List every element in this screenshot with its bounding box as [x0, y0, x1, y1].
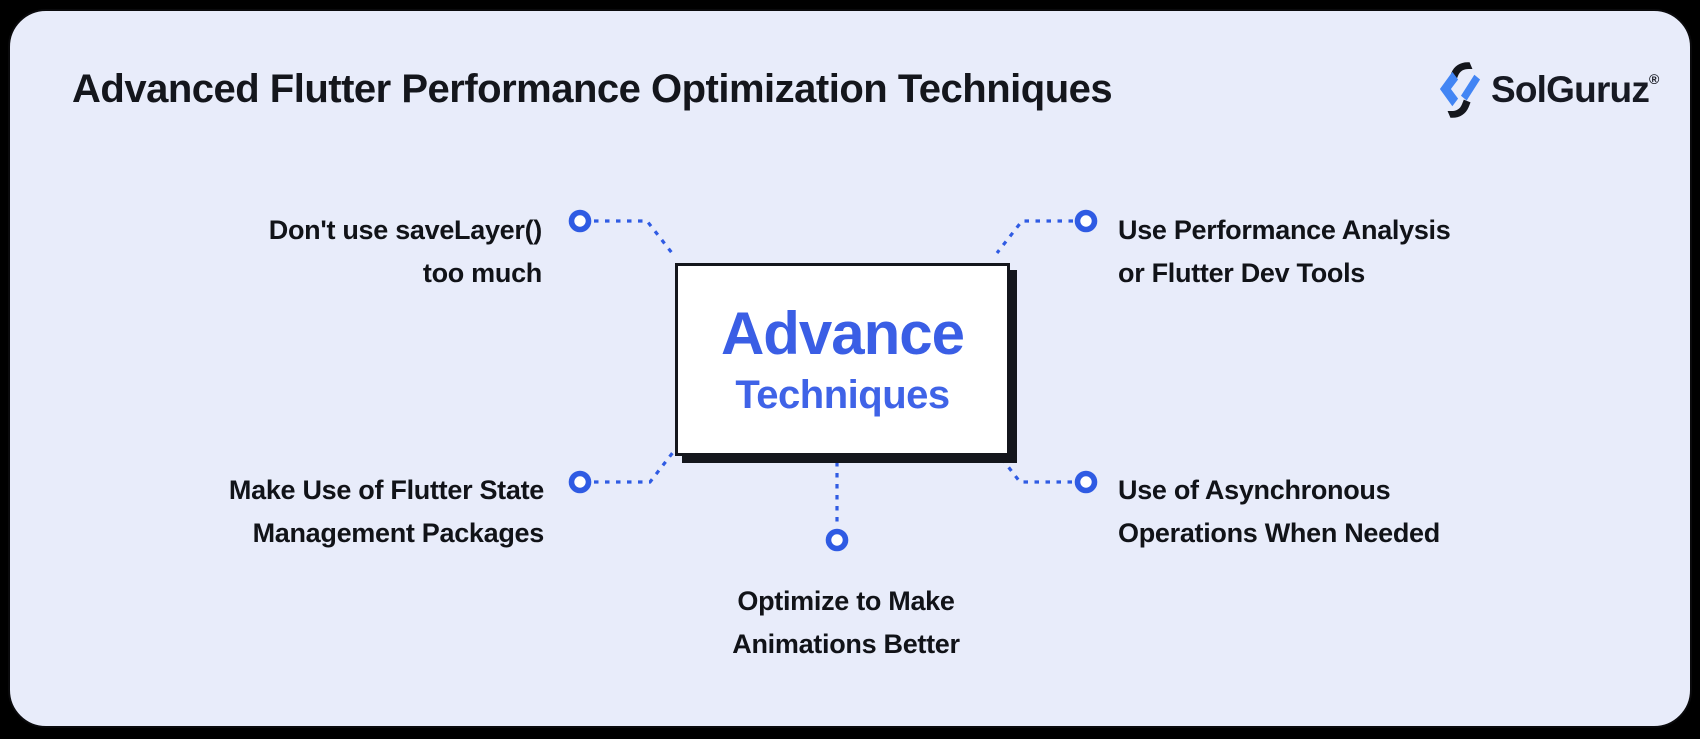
connector-line-bottom-left: [594, 450, 676, 484]
branch-label-line: or Flutter Dev Tools: [1118, 258, 1366, 288]
branch-label-line: Management Packages: [252, 518, 545, 548]
page-title: Advanced Flutter Performance Optimizatio…: [72, 67, 1113, 111]
branch-label-line: Use Performance Analysis: [1118, 215, 1451, 245]
solguruz-logo: SolGuruz®: [1438, 61, 1659, 119]
branch-label-dont-use-savelayer: Don't use saveLayer() too much: [268, 209, 543, 295]
branch-label-line: Make Use of Flutter State: [228, 475, 544, 505]
branch-label-async-operations: Use of Asynchronous Operations When Need…: [1118, 469, 1440, 555]
branch-label-performance-analysis: Use Performance Analysis or Flutter Dev …: [1118, 209, 1451, 295]
branch-label-line: Use of Asynchronous: [1118, 475, 1391, 505]
branch-label-line: Optimize to Make: [737, 586, 955, 616]
branch-label-state-management: Make Use of Flutter State Management Pac…: [229, 469, 544, 555]
registered-trademark-symbol: ®: [1649, 71, 1659, 87]
connector-node-icon: [1074, 470, 1098, 494]
central-topic-box: Advance Techniques: [675, 263, 1010, 456]
connector-node-icon: [568, 470, 592, 494]
connector-node-icon: [568, 209, 592, 233]
branch-label-optimize-animations: Optimize to Make Animations Better: [546, 580, 1146, 666]
branch-label-line: too much: [422, 258, 542, 288]
infographic-card: Advanced Flutter Performance Optimizatio…: [8, 9, 1692, 728]
connector-node-icon: [825, 528, 849, 552]
solguruz-bolt-icon: [1438, 61, 1482, 119]
central-topic-title: Advance: [720, 299, 965, 367]
branch-label-line: Don't use saveLayer(): [268, 215, 543, 245]
connector-line-top-right: [995, 219, 1073, 254]
central-topic-subtitle: Techniques: [735, 372, 950, 417]
branch-label-line: Operations When Needed: [1118, 518, 1440, 548]
logo-wordmark: SolGuruz®: [1491, 69, 1659, 110]
connector-node-icon: [1074, 209, 1098, 233]
connector-line-top-left: [594, 219, 674, 254]
branch-label-line: Animations Better: [732, 629, 960, 659]
